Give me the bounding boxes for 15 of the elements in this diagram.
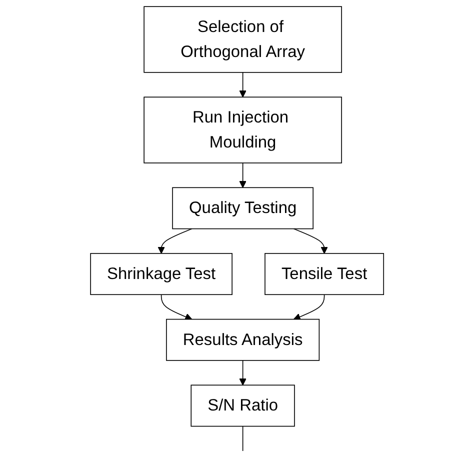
node-box: Tensile Test <box>264 253 384 296</box>
arrow <box>239 72 246 98</box>
node-box: Shrinkage Test <box>90 253 232 296</box>
arrow <box>293 228 328 254</box>
arrow <box>293 294 325 320</box>
node-box: S/N Ratio <box>190 384 295 427</box>
node-box: Quality Testing <box>172 187 314 230</box>
node-box: Results Analysis <box>166 318 320 361</box>
node-box: Selection of Orthogonal Array <box>144 6 342 73</box>
connector <box>242 426 244 452</box>
arrow <box>160 294 192 320</box>
arrow <box>239 162 246 188</box>
arrow <box>158 228 192 254</box>
node-box: Run Injection Moulding <box>144 96 342 164</box>
arrow <box>239 360 246 386</box>
